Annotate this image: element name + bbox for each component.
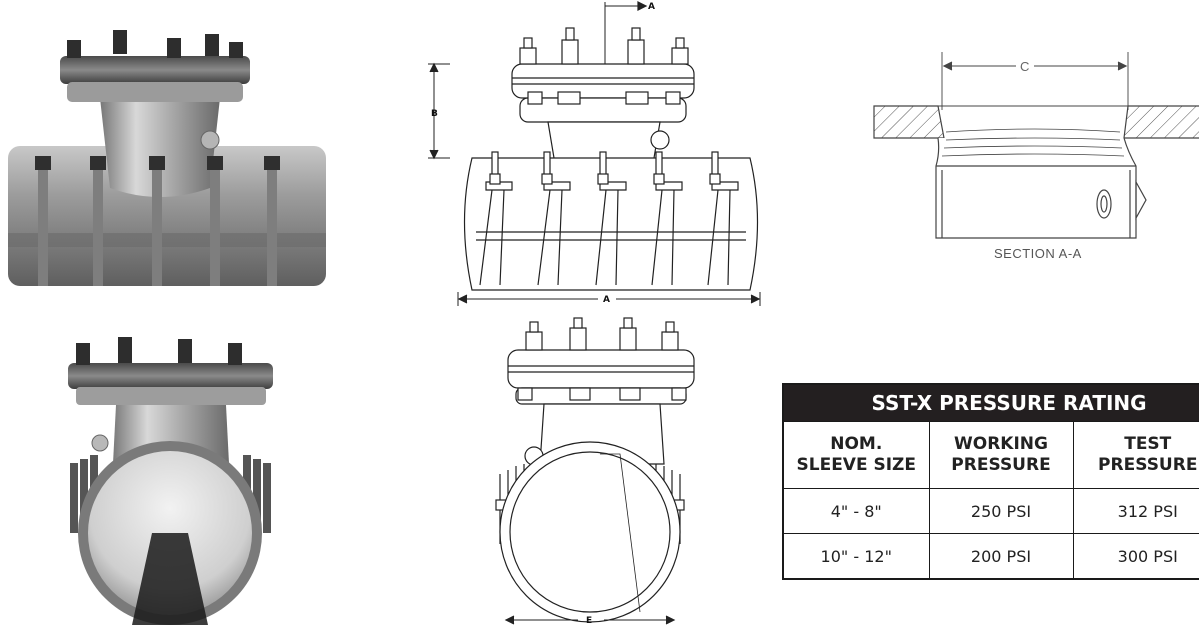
pipe-outer <box>499 441 681 623</box>
table-row: 10" - 12" 200 PSI 300 PSI <box>782 533 1199 580</box>
flange-section-right <box>1123 105 1199 139</box>
pipe-body <box>463 157 759 291</box>
cell-working: 200 PSI <box>928 533 1074 580</box>
dim-a-width-label: A <box>603 295 610 305</box>
pipe-bore <box>509 451 671 613</box>
drawing-side-elevation: A B B <box>420 0 770 312</box>
dim-c-width-label: C <box>1020 59 1029 74</box>
drawing-section-aa: C SECTION A-A <box>866 40 1199 280</box>
cell-test: 312 PSI <box>1072 488 1199 534</box>
cell-size: 4" - 8" <box>782 488 930 534</box>
header-test-pressure: TEST PRESSURE <box>1072 421 1199 489</box>
cell-test: 300 PSI <box>1072 533 1199 580</box>
product-photo-side <box>5 28 330 293</box>
dim-a-top-label: A <box>648 2 655 12</box>
table-title-row: SST-X PRESSURE RATING <box>782 383 1199 422</box>
header-nom-sleeve-size: NOM. SLEEVE SIZE <box>782 421 930 489</box>
pressure-rating-table: SST-X PRESSURE RATING NOM. SLEEVE SIZE W… <box>782 383 1199 580</box>
table-header-row: NOM. SLEEVE SIZE WORKING PRESSURE TEST P… <box>782 421 1199 489</box>
product-photo-end <box>48 333 293 628</box>
cell-size: 10" - 12" <box>782 533 930 580</box>
table-title: SST-X PRESSURE RATING <box>782 383 1199 422</box>
section-label: SECTION A-A <box>994 246 1082 261</box>
dim-e-width-label: E <box>586 616 592 626</box>
flange-section-left <box>873 105 945 139</box>
header-working-pressure: WORKING PRESSURE <box>928 421 1074 489</box>
drawing-end-elevation: E <box>470 314 710 631</box>
cell-working: 250 PSI <box>928 488 1074 534</box>
dim-b-height-label: B <box>431 109 438 119</box>
table-row: 4" - 8" 250 PSI 312 PSI <box>782 488 1199 534</box>
